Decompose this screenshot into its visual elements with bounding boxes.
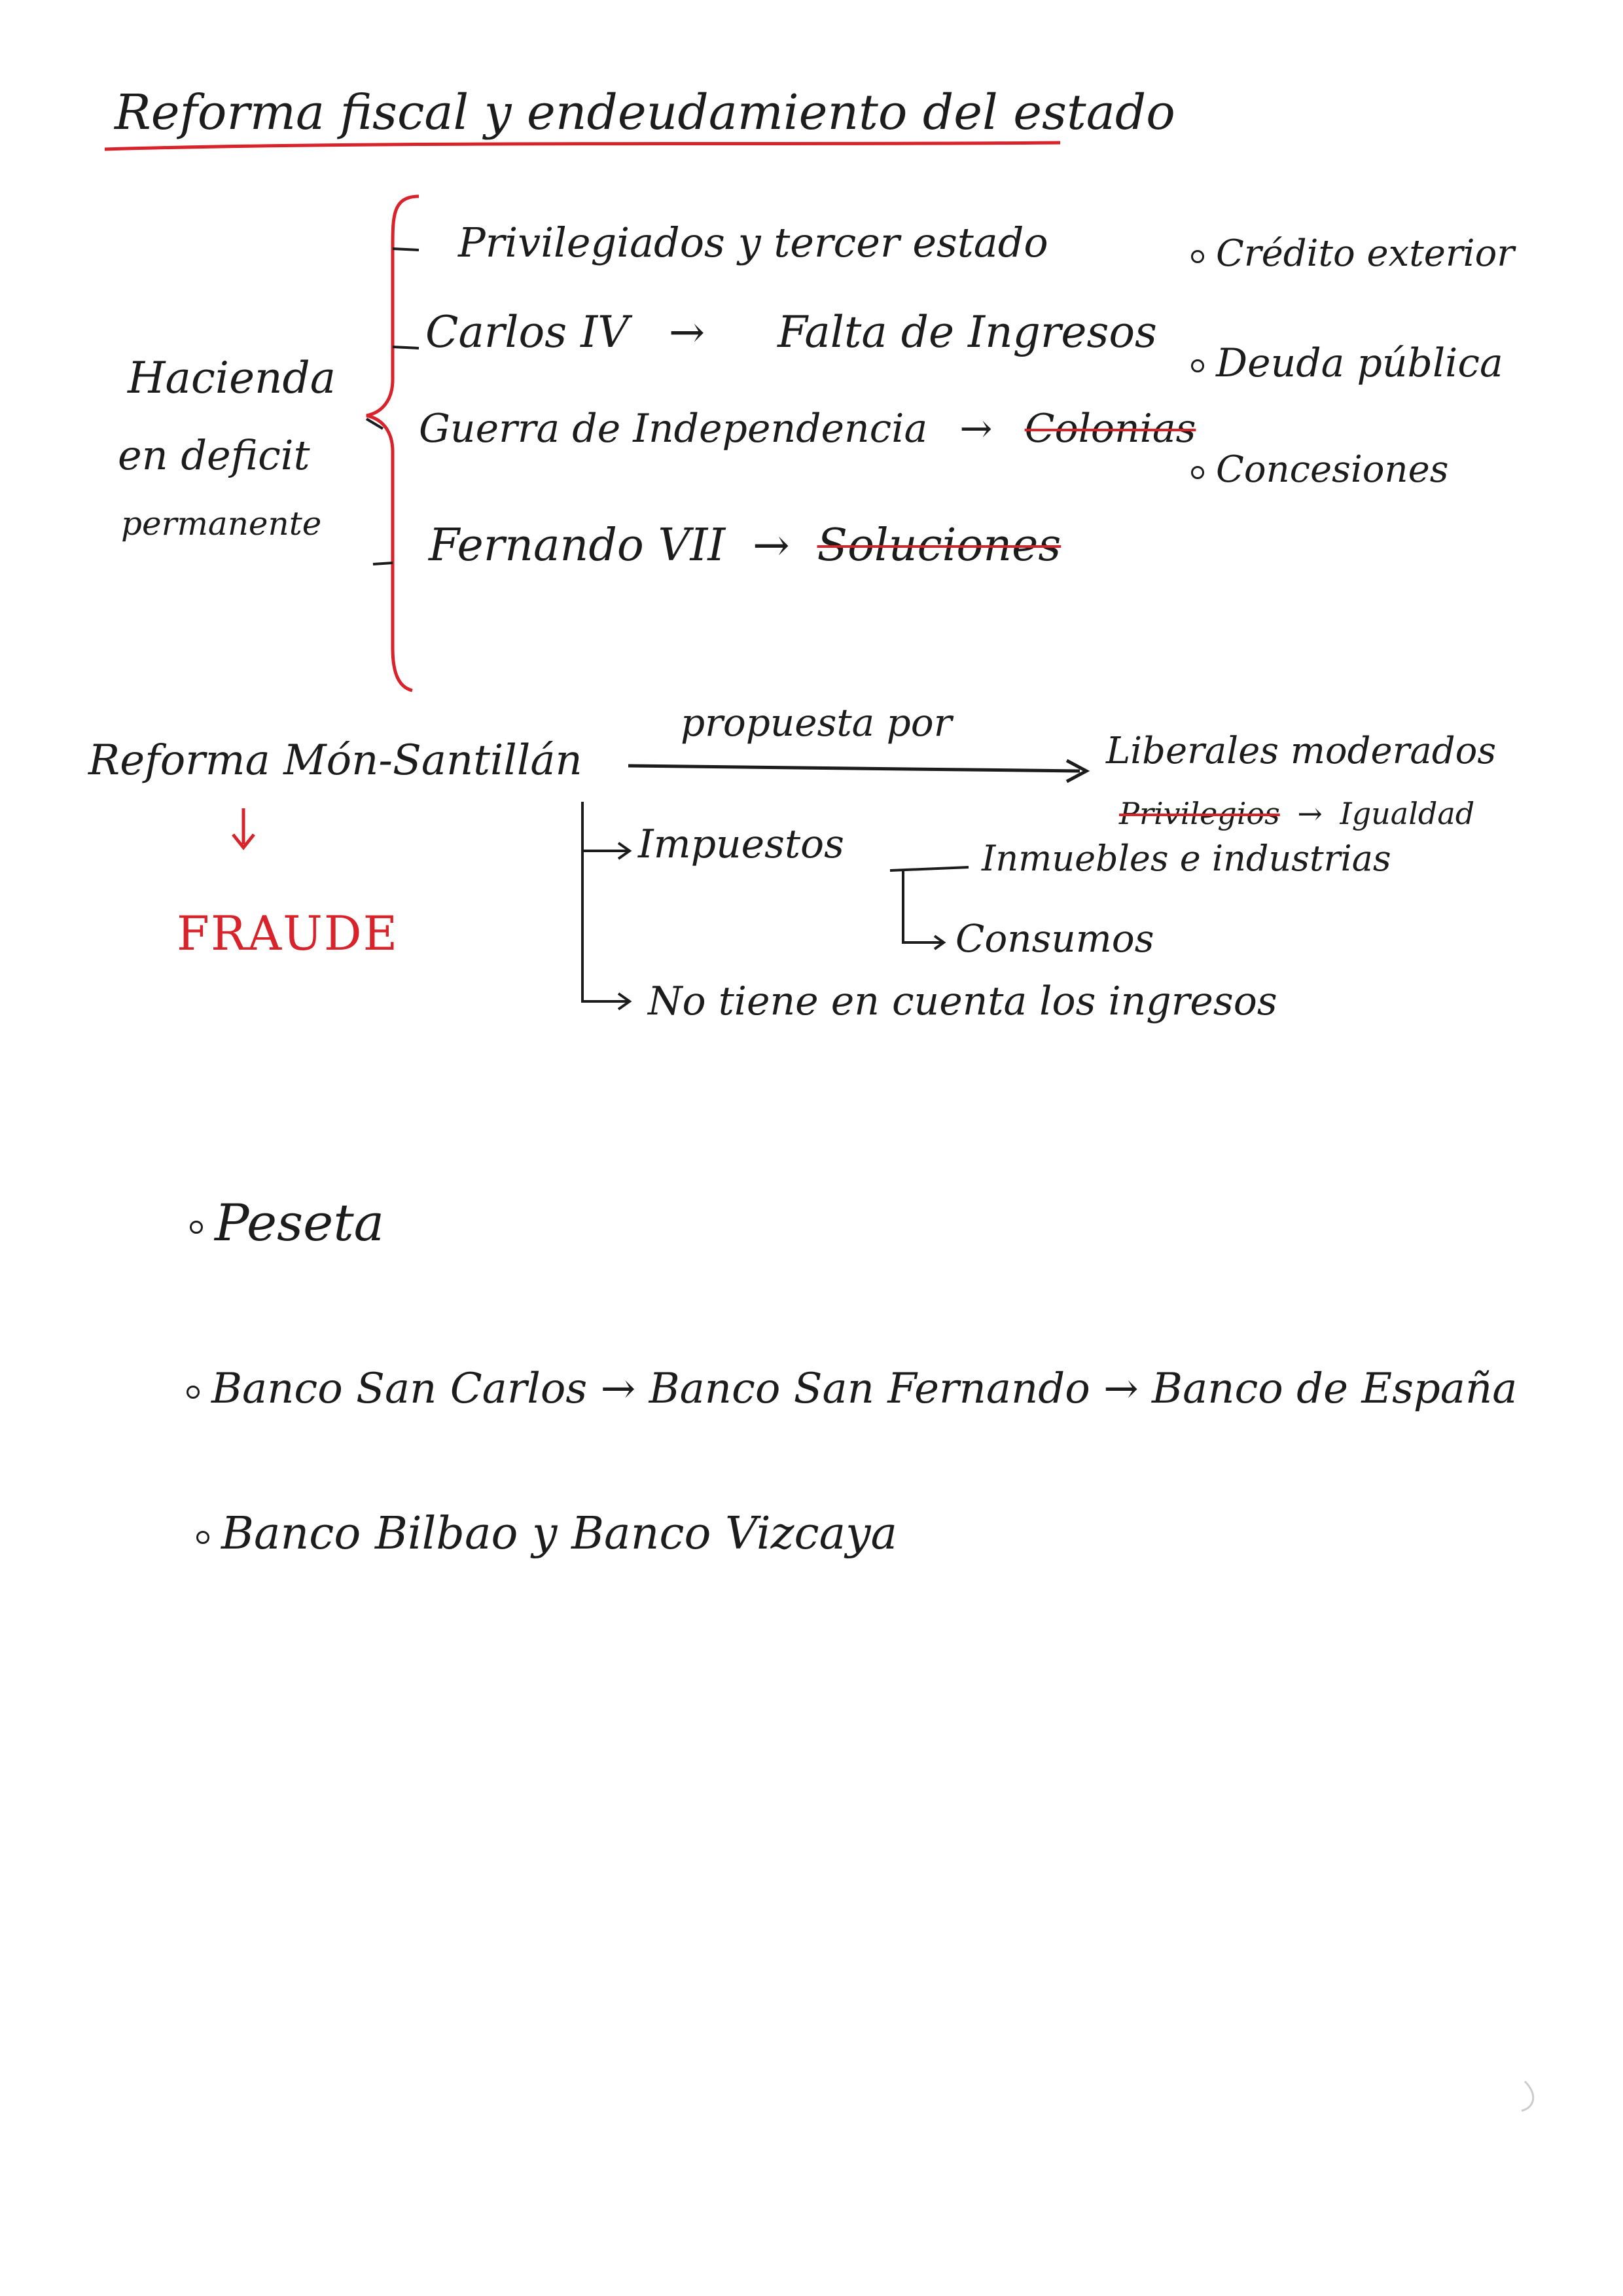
bullet-icon <box>190 1220 203 1234</box>
reforma-label: Reforma Món-Santillán <box>88 736 582 785</box>
solution-credito-exterior: Crédito exterior <box>1191 236 1514 272</box>
branch-fernando-text: Fernando VII <box>429 520 726 571</box>
bullet-bancos-cadena: Banco San Carlos → Banco San Fernando → … <box>187 1368 1517 1410</box>
reforma-target-sub: Privilegios → Igualdad <box>1119 798 1474 829</box>
branch-guerra-target: Colonias <box>1024 406 1196 452</box>
branch-guerra-independencia: Guerra de Independencia → Colonias <box>419 409 1196 448</box>
bullet-peseta: Peseta <box>190 1198 384 1249</box>
hacienda-label-line-1: Hacienda <box>128 353 336 403</box>
page-title: Reforma fiscal y endeudamiento del estad… <box>115 84 1175 141</box>
arrow-icon: → <box>752 520 790 571</box>
branch-impuestos: Impuestos <box>638 821 844 867</box>
branch-fernando-target: Soluciones <box>817 520 1061 571</box>
solution-concesiones: Concesiones <box>1191 452 1448 488</box>
hacienda-label-line-2: en deficit <box>118 431 310 479</box>
branch-carlos-iv-target: Falta de Ingresos <box>777 307 1157 357</box>
arrow-icon: → <box>668 307 705 357</box>
reforma-target: Liberales moderados <box>1106 730 1497 772</box>
bullet-text: Peseta <box>215 1194 385 1253</box>
impuestos-inmuebles: Inmuebles e industrias <box>982 838 1391 879</box>
solution-text: Concesiones <box>1216 448 1449 491</box>
bullet-icon <box>1191 465 1204 479</box>
branch-carlos-iv-text: Carlos IV <box>425 307 629 357</box>
solution-deuda-publica: Deuda pública <box>1191 344 1503 383</box>
bullet-icon <box>196 1530 209 1544</box>
reforma-igualdad: Igualdad <box>1340 796 1475 831</box>
branch-carlos-iv: Carlos IV → Falta de Ingresos <box>425 311 1157 354</box>
bullet-text: Banco San Carlos → Banco San Fernando → … <box>211 1365 1518 1413</box>
impuestos-consumos: Consumos <box>955 916 1154 961</box>
bullet-text: Banco Bilbao y Banco Vizcaya <box>221 1508 898 1560</box>
solution-text: Deuda pública <box>1216 340 1503 386</box>
bullet-bilbao-vizcaya: Banco Bilbao y Banco Vizcaya <box>196 1512 897 1556</box>
reforma-privilegios: Privilegios <box>1119 796 1280 831</box>
arrow-icon: → <box>959 406 993 452</box>
hacienda-label-line-3: permanente <box>121 505 322 543</box>
branch-fernando-vii: Fernando VII → Soluciones <box>429 524 1061 568</box>
bullet-icon <box>187 1385 200 1399</box>
branch-guerra-text: Guerra de Independencia <box>419 406 928 452</box>
reforma-arrow-label: propuesta por <box>681 700 952 745</box>
branch-no-tiene: No tiene en cuenta los ingresos <box>648 978 1277 1024</box>
arrow-icon: → <box>1297 796 1323 831</box>
fraude-label: FRAUDE <box>177 906 399 961</box>
bullet-icon <box>1191 359 1204 373</box>
branch-privilegiados: Privilegiados y tercer estado <box>458 219 1048 266</box>
solution-text: Crédito exterior <box>1216 232 1515 275</box>
bullet-icon <box>1191 249 1204 263</box>
